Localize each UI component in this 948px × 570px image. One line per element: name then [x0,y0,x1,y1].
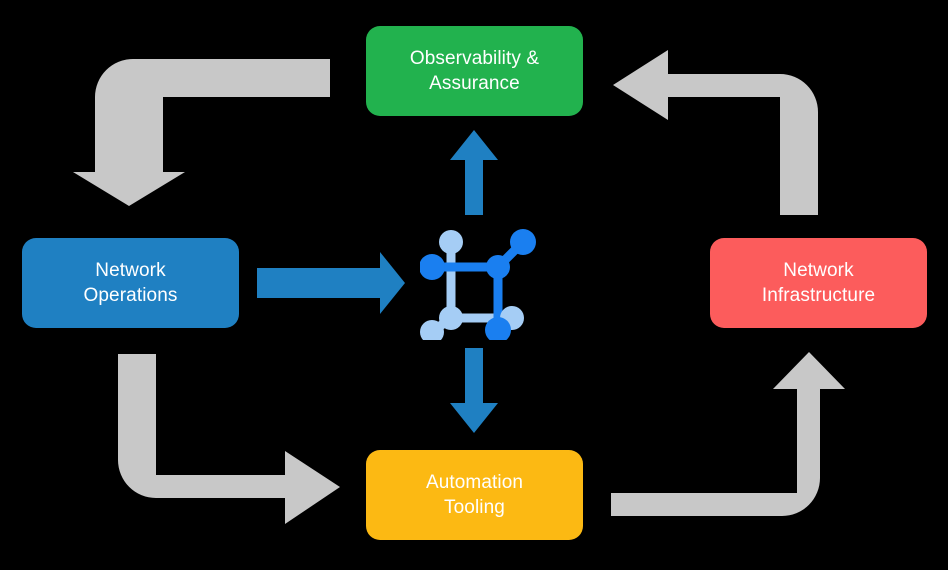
node-network-operations[interactable]: Network Operations [22,238,239,328]
arrow-operations-to-center [257,252,405,314]
arrow-center-to-automation [450,348,498,433]
node-observability-assurance[interactable]: Observability & Assurance [366,26,583,116]
network-topology-icon [420,229,536,340]
topology-nodes-primary [420,229,536,340]
node-automation-tooling[interactable]: Automation Tooling [366,450,583,540]
node-operations-label: Network Operations [83,259,178,306]
node-network-infrastructure[interactable]: Network Infrastructure [710,238,927,328]
node-observability-label: Observability & Assurance [409,47,540,94]
topology-nodes-secondary [420,230,524,340]
elbow-arrow-operations-to-automation [118,354,340,524]
node-automation-label: Automation Tooling [425,471,524,518]
arrow-center-to-observability [450,130,498,215]
elbow-arrow-infrastructure-to-observability [613,50,818,215]
node-infrastructure-label: Network Infrastructure [761,259,876,306]
elbow-arrow-observability-to-operations [73,59,330,206]
elbow-arrow-automation-to-infrastructure [611,352,845,516]
